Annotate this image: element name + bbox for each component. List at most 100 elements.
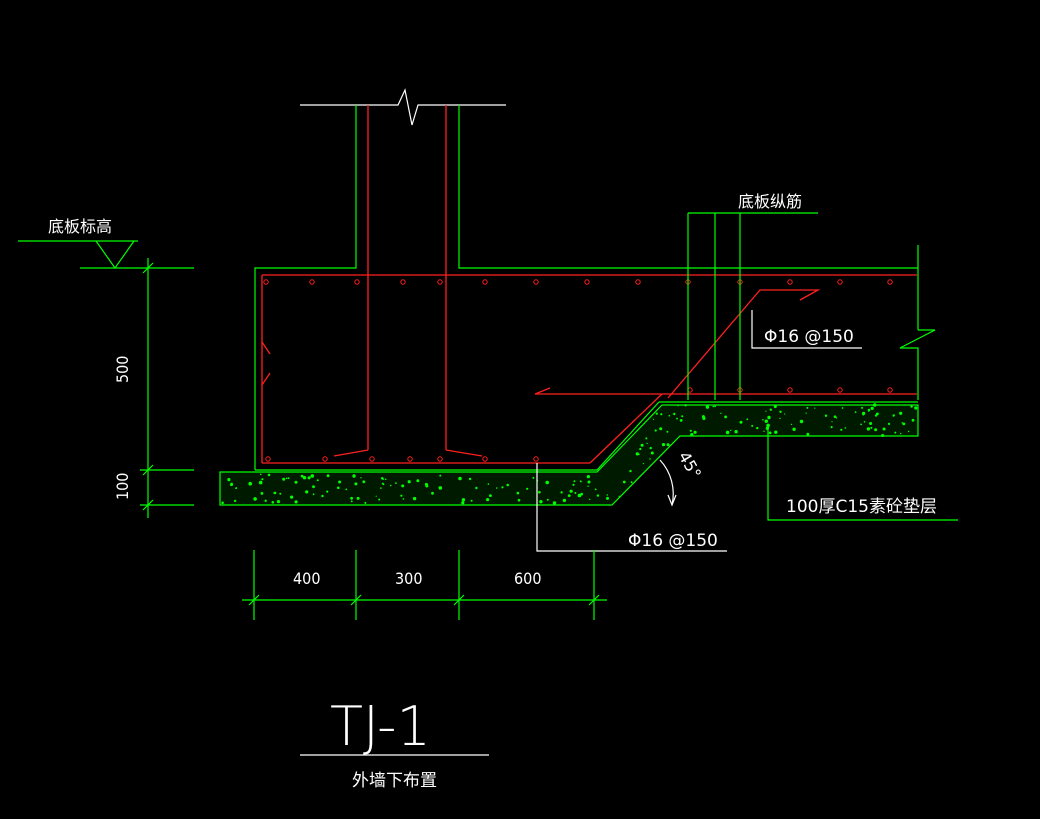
hatch-speck bbox=[312, 493, 315, 496]
slab-elevation-label: 底板标高 bbox=[48, 217, 112, 236]
hatch-speck bbox=[354, 482, 358, 486]
hatch-speck bbox=[487, 483, 490, 485]
top-rebar-leader bbox=[751, 310, 862, 349]
hatch-speck bbox=[830, 426, 833, 429]
hatch-speck bbox=[606, 494, 608, 496]
hatch-speck bbox=[294, 480, 298, 484]
rebar-dot bbox=[837, 387, 843, 393]
hatch-speck bbox=[881, 434, 885, 437]
hatch-speck bbox=[690, 433, 694, 437]
long-bars-label: 底板纵筋 bbox=[738, 192, 802, 211]
hatch-speck bbox=[439, 474, 442, 477]
hatch-speck bbox=[874, 414, 878, 417]
hatch-speck bbox=[862, 411, 866, 415]
hatch-speck bbox=[356, 496, 360, 500]
hatch-speck bbox=[653, 418, 655, 420]
hatch-speck bbox=[261, 478, 264, 481]
rebar-dot bbox=[584, 279, 590, 285]
hatch-speck bbox=[285, 477, 288, 480]
rebar-dot bbox=[322, 456, 328, 462]
hatch-speck bbox=[660, 413, 663, 416]
hatch-speck bbox=[894, 431, 897, 434]
hatch-speck bbox=[587, 485, 589, 487]
slab-thickness-dim: 500 bbox=[113, 356, 132, 383]
hatch-speck bbox=[486, 498, 490, 502]
hatch-speck bbox=[861, 406, 864, 409]
hatch-speck bbox=[806, 406, 809, 409]
hatch-speck bbox=[712, 405, 714, 408]
hatch-speck bbox=[489, 494, 492, 497]
long-bars-leader bbox=[687, 212, 818, 400]
hatch-speck bbox=[506, 483, 510, 487]
hatch-speck bbox=[725, 430, 730, 435]
elevation-symbol bbox=[18, 240, 194, 270]
hatch-speck bbox=[805, 412, 807, 414]
hatch-speck bbox=[768, 431, 772, 435]
hatch-speck bbox=[784, 413, 786, 415]
span-2-dim: 300 bbox=[395, 569, 422, 588]
hatch-speck bbox=[461, 501, 465, 505]
top-rebar-label: Φ16 @150 bbox=[764, 327, 854, 347]
hatch-speck bbox=[337, 486, 340, 490]
hatch-speck bbox=[312, 485, 315, 489]
hatch-speck bbox=[300, 474, 304, 478]
hatch-speck bbox=[911, 418, 915, 422]
hatch-speck bbox=[673, 412, 676, 416]
hatch-speck bbox=[267, 473, 271, 477]
hatch-speck bbox=[646, 442, 648, 445]
rebar-cage bbox=[261, 105, 917, 464]
hatch-speck bbox=[901, 422, 903, 424]
hatch-speck bbox=[714, 405, 716, 408]
hatch-speck bbox=[841, 407, 844, 409]
hatch-speck bbox=[302, 476, 307, 480]
hatch-speck bbox=[870, 406, 874, 410]
hatch-speck bbox=[294, 500, 298, 504]
angle-label: 45° bbox=[675, 448, 706, 482]
hatch-speck bbox=[866, 427, 871, 431]
hatch-speck bbox=[461, 498, 466, 502]
hatch-speck bbox=[831, 421, 833, 423]
hatch-speck bbox=[762, 419, 764, 421]
hatch-speck bbox=[792, 427, 796, 431]
angle-arc bbox=[659, 459, 677, 507]
horizontal-dimension bbox=[242, 550, 607, 620]
cushion-hatch bbox=[221, 403, 918, 505]
hatch-speck bbox=[468, 477, 472, 481]
hatch-speck bbox=[902, 422, 906, 426]
hatch-speck bbox=[763, 430, 765, 432]
hatch-speck bbox=[640, 443, 644, 447]
hatch-speck bbox=[579, 480, 582, 483]
hatch-speck bbox=[914, 406, 918, 410]
hatch-speck bbox=[907, 430, 910, 433]
hatch-speck bbox=[326, 474, 330, 478]
hatch-speck bbox=[799, 419, 804, 424]
hatch-speck bbox=[677, 405, 679, 407]
hatch-speck bbox=[350, 500, 353, 503]
rebar-dot bbox=[407, 456, 413, 462]
hatch-speck bbox=[596, 494, 600, 497]
hatch-speck bbox=[416, 479, 420, 483]
hatch-speck bbox=[221, 501, 224, 505]
hatch-speck bbox=[287, 477, 290, 480]
rebar-dot bbox=[482, 456, 488, 462]
hatch-speck bbox=[622, 480, 626, 484]
hatch-speck bbox=[552, 501, 557, 505]
hatch-speck bbox=[382, 483, 385, 486]
hatch-speck bbox=[227, 478, 231, 482]
hatch-speck bbox=[395, 482, 397, 484]
hatch-speck bbox=[539, 500, 543, 504]
hatch-speck bbox=[501, 486, 504, 489]
hatch-speck bbox=[569, 489, 573, 493]
hatch-speck bbox=[649, 446, 652, 450]
hatch-speck bbox=[676, 417, 678, 420]
rebar-dot bbox=[400, 279, 406, 285]
hatch-speck bbox=[594, 488, 597, 491]
hatch-speck bbox=[407, 480, 411, 484]
hatch-speck bbox=[835, 417, 838, 419]
hatch-speck bbox=[264, 499, 267, 502]
drawing-subtitle: 外墙下布置 bbox=[352, 771, 437, 791]
hatch-speck bbox=[589, 498, 591, 500]
hatch-speck bbox=[642, 463, 645, 465]
hatch-speck bbox=[863, 421, 866, 423]
hatch-speck bbox=[573, 480, 576, 483]
